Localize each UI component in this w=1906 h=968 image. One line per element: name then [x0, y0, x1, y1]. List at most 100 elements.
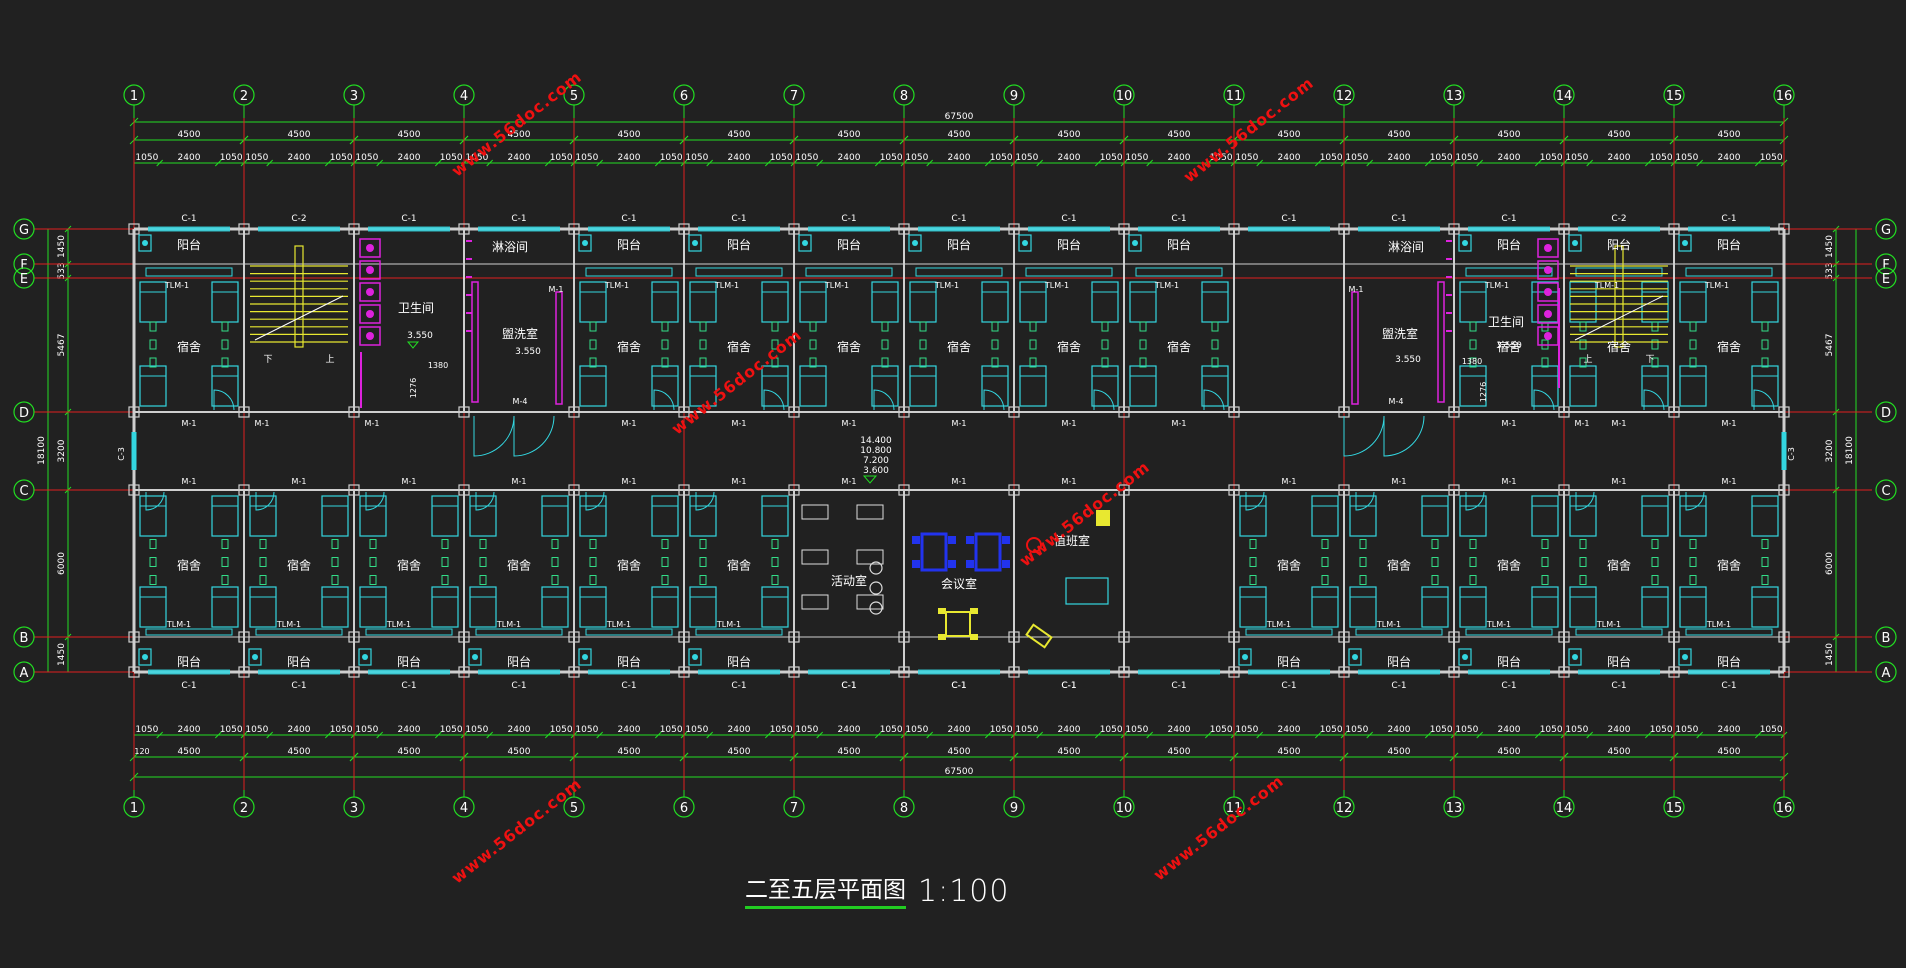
- axis-bubble: [1443, 796, 1465, 818]
- dim-seg-top: 1050: [1100, 153, 1123, 163]
- bed: [321, 495, 349, 537]
- door-code: M-1: [255, 419, 270, 428]
- bed: [1019, 281, 1047, 323]
- room-label-shower: 淋浴间: [492, 240, 528, 254]
- desk-chair: [919, 339, 927, 350]
- sliding-door-code: TLM-1: [1266, 620, 1291, 629]
- axis-bubble: [1553, 84, 1575, 106]
- desk-chair: [1689, 339, 1697, 350]
- dim-seg-top: 1050: [685, 153, 708, 163]
- dim-seg-top: 2400: [838, 153, 861, 163]
- axis-label-4: 4: [460, 801, 468, 816]
- bed: [431, 586, 459, 628]
- window-code: C-1: [731, 681, 746, 691]
- window-code: C-1: [511, 214, 526, 224]
- column: [568, 484, 580, 496]
- sliding-door: [1685, 267, 1773, 277]
- sliding-door-code: TLM-1: [1154, 281, 1179, 290]
- activity-equipment: [801, 594, 829, 610]
- bed: [1641, 586, 1669, 628]
- column: [128, 631, 140, 643]
- dim-seg-bottom: 2400: [1718, 725, 1741, 735]
- room-label-balcony: 阳台: [1497, 237, 1521, 252]
- desk-chair: [1359, 575, 1367, 585]
- dim-seg-bottom: 1050: [550, 725, 573, 735]
- toilet-fixture: [1544, 288, 1552, 296]
- desk-chair: [1359, 539, 1367, 549]
- dim-bay-bottom: 4500: [838, 747, 861, 757]
- column: [678, 666, 690, 678]
- column: [788, 406, 800, 418]
- balcony-drain: [1682, 240, 1688, 246]
- desk-chair: [149, 539, 157, 549]
- column: [458, 406, 470, 418]
- axis-label-2: 2: [240, 801, 248, 816]
- level-corridor: 10.800: [860, 446, 892, 456]
- sliding-door: [255, 628, 343, 636]
- desk-chair: [1541, 357, 1549, 368]
- window-code: C-1: [731, 214, 746, 224]
- door-code: M-1: [622, 419, 637, 428]
- door-code: M-1: [1062, 477, 1077, 486]
- dim-offset-bottom: 120: [134, 747, 149, 756]
- dim-seg-top: 1050: [880, 153, 903, 163]
- desk-chair: [1211, 339, 1219, 350]
- dim-seg-bottom: 2400: [1058, 725, 1081, 735]
- column: [1668, 406, 1680, 418]
- window: [918, 669, 1000, 675]
- dim-seg-bottom: 1050: [770, 725, 793, 735]
- column: [898, 223, 910, 235]
- dim-seg-bottom: 1050: [1345, 725, 1368, 735]
- column: [1558, 223, 1570, 235]
- axis-label-A: A: [20, 666, 29, 681]
- balcony-drain: [252, 654, 258, 660]
- axis-bubble: [1875, 626, 1897, 648]
- column: [1228, 484, 1240, 496]
- door-code: M-1: [1612, 477, 1627, 486]
- axis-bubble: [1663, 796, 1685, 818]
- dim-bay-top: 4500: [1498, 130, 1521, 140]
- dim-seg-bottom: 1050: [1100, 725, 1123, 735]
- bed: [1459, 495, 1487, 537]
- door-swing: [1753, 389, 1775, 411]
- dim-seg-bottom: 1050: [575, 725, 598, 735]
- axis-label-1: 1: [130, 801, 138, 816]
- door-swing: [1355, 491, 1375, 511]
- axis-bubble: [1333, 84, 1355, 106]
- sliding-door-code: TLM-1: [1376, 620, 1401, 629]
- column: [1448, 223, 1460, 235]
- bed: [1569, 495, 1597, 537]
- desk-chair: [369, 575, 377, 585]
- axis-label-E: E: [20, 272, 28, 287]
- dim-seg-top: 1050: [355, 153, 378, 163]
- bed: [1569, 365, 1597, 407]
- dim-bay-bottom: 4500: [1058, 747, 1081, 757]
- desk-chair: [919, 321, 927, 332]
- door-swing: [513, 415, 555, 457]
- axis-bubble: [673, 84, 695, 106]
- room-label-dorm: 宿舍: [177, 339, 201, 354]
- dim-seg-bottom: 1050: [1760, 725, 1783, 735]
- dim-seg-bottom: 1050: [880, 725, 903, 735]
- desk-chair: [441, 575, 449, 585]
- bed: [651, 365, 679, 407]
- balcony-washbasin: [1128, 234, 1142, 252]
- desk-chair: [1321, 575, 1329, 585]
- window: [368, 669, 450, 675]
- desk-chair: [479, 575, 487, 585]
- dim-seg-top: 1050: [1540, 153, 1563, 163]
- room-label-balcony: 阳台: [397, 654, 421, 669]
- dim-bay-top: 4500: [948, 130, 971, 140]
- balcony-drain: [582, 240, 588, 246]
- room-label-dorm: 宿舍: [1607, 558, 1631, 573]
- stair-label-up: 上: [325, 354, 334, 365]
- meeting-chair: [948, 536, 956, 544]
- desk-chair: [1469, 357, 1477, 368]
- room-label-balcony: 阳台: [287, 654, 311, 669]
- drawing-title-block: 二至五层平面图 1:100: [745, 870, 1009, 909]
- activity-equipment: [801, 549, 829, 565]
- column: [1338, 223, 1350, 235]
- window: [918, 226, 1000, 232]
